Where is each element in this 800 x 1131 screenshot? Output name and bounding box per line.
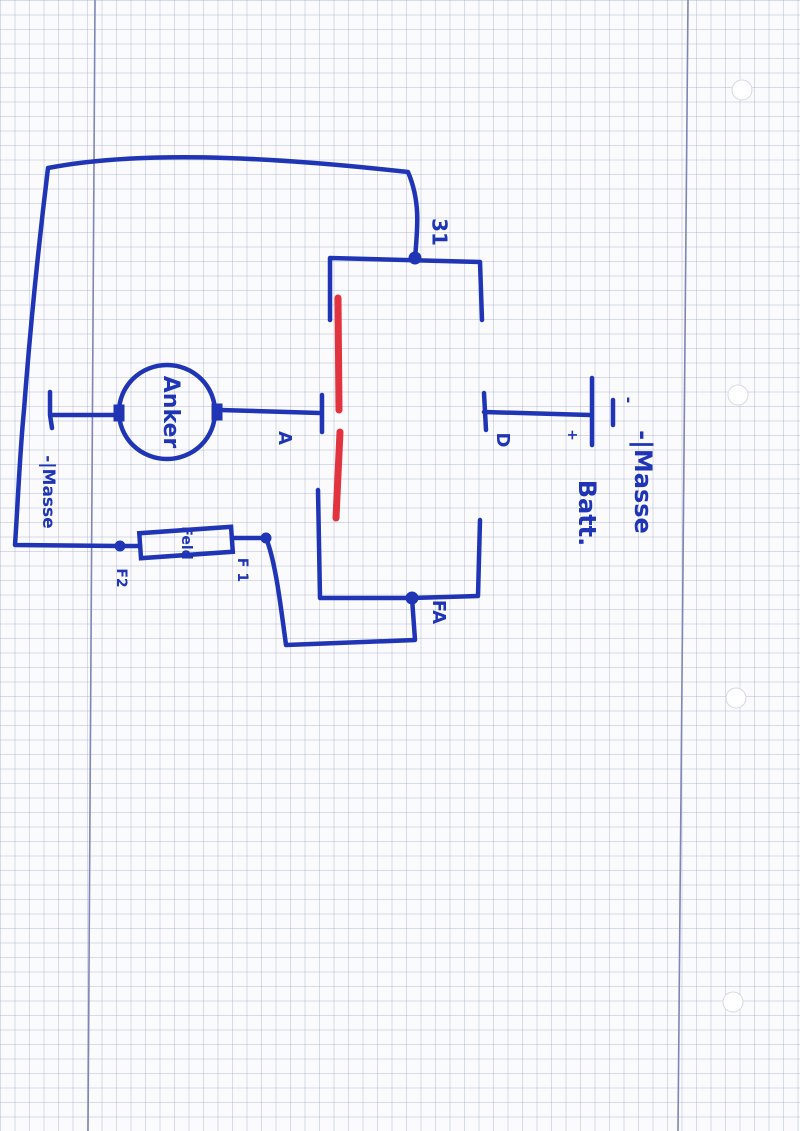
circuit-wiring bbox=[12, 155, 616, 648]
margin-line-right bbox=[677, 0, 689, 1131]
anker-brush-right bbox=[211, 403, 223, 421]
contact-red-upper bbox=[334, 294, 343, 414]
punch-hole bbox=[725, 687, 747, 709]
terminal-fa-label: FA bbox=[428, 600, 449, 624]
resistor-label: Feld bbox=[178, 526, 194, 559]
masse-right-label: -|Masse bbox=[629, 430, 657, 534]
wire-d-to-battery bbox=[481, 390, 593, 433]
punch-hole bbox=[727, 384, 749, 406]
wire-anker-to-a bbox=[217, 407, 323, 416]
batt-label: Batt. bbox=[573, 480, 601, 547]
battery-minus-label: - bbox=[620, 397, 639, 404]
terminal-f2-label: F2 bbox=[113, 568, 129, 587]
junction-dot bbox=[408, 251, 422, 265]
margin-line-left bbox=[87, 0, 96, 1131]
wire-top-loop bbox=[12, 155, 420, 549]
junction-dot bbox=[114, 540, 126, 552]
punch-hole bbox=[731, 79, 753, 101]
regulator-left-lower-edge bbox=[315, 487, 483, 601]
terminal-f1-label: F 1 bbox=[234, 558, 250, 582]
wire-ground-stub bbox=[47, 389, 123, 431]
terminal-31-label: 31 bbox=[428, 218, 452, 246]
junction-dot bbox=[405, 591, 419, 605]
anker-brush-left bbox=[113, 404, 125, 422]
masse-left-label: -|Masse bbox=[38, 455, 58, 528]
resistor-symbol bbox=[136, 524, 236, 561]
regulator-top-edge bbox=[327, 255, 485, 323]
battery-plus-label: + bbox=[564, 429, 580, 441]
wire-f1-to-fa bbox=[229, 535, 418, 648]
terminal-d-label: D bbox=[492, 433, 513, 448]
anker-label: Anker bbox=[158, 376, 183, 449]
junction-dot bbox=[260, 532, 272, 544]
contact-red-lower bbox=[332, 428, 344, 522]
punch-hole bbox=[722, 991, 744, 1013]
terminal-a-label: A bbox=[274, 431, 295, 445]
